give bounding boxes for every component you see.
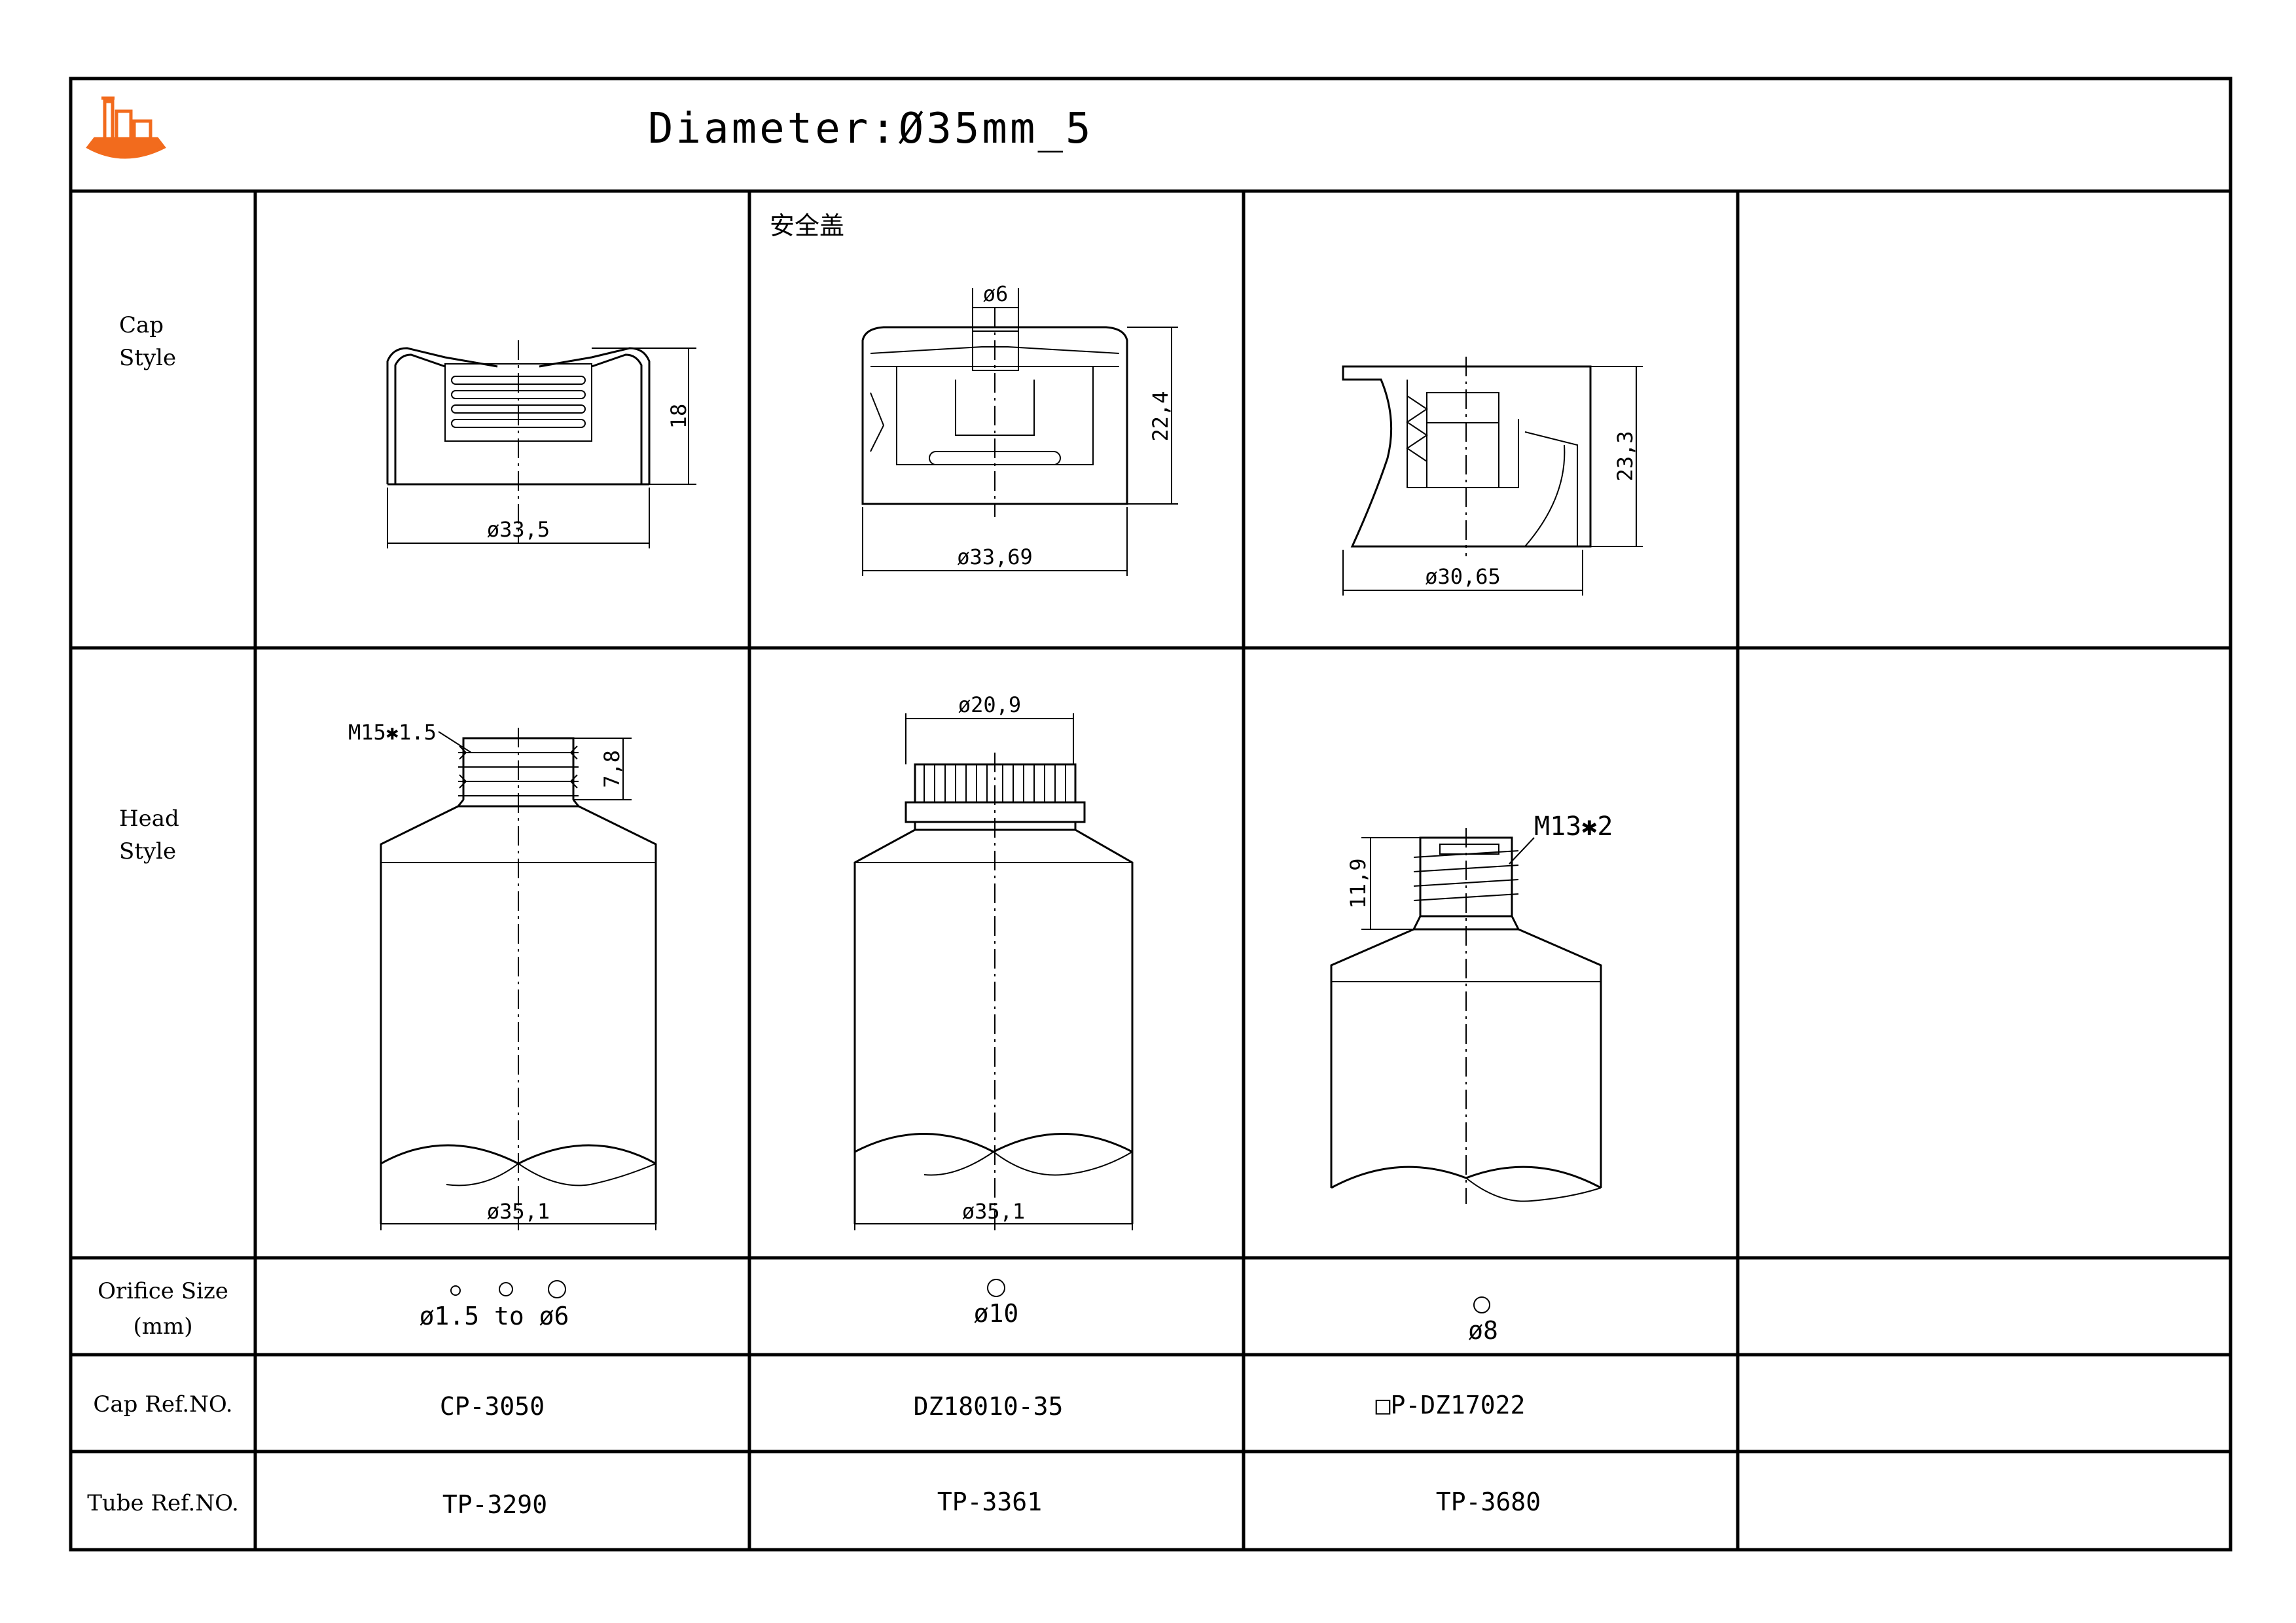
orifice-circle-small [450, 1285, 461, 1296]
cap-ref-1: CP-3050 [440, 1392, 545, 1421]
tube-ref-label: Tube Ref.NO. [87, 1490, 239, 1516]
cap1-height-dim: 18 [666, 404, 691, 429]
head-style-label-line2: Style [119, 838, 176, 865]
cap-drawing-3: 23,3 ø30,65 [1342, 357, 1643, 596]
orifice-circle-large [548, 1280, 566, 1298]
head-drawing-1: ø35,1 7,8 M15✱1.5 [348, 720, 657, 1230]
tube-ref-3: TP-3680 [1436, 1488, 1541, 1516]
head-drawing-3: 11,9 M13✱2 [1330, 812, 1613, 1204]
head-drawing-2: ø20,9 ø35,1 [853, 692, 1134, 1230]
row-label-cap-style: Cap Style [119, 312, 176, 371]
head2-top-dim: ø20,9 [958, 692, 1021, 717]
head3-thread-label: M13✱2 [1534, 812, 1613, 842]
sheet-title: Diameter:Ø35mm_5 [648, 105, 1094, 153]
cap-ref-label: Cap Ref.NO. [93, 1391, 232, 1418]
cap3-height-dim: 23,3 [1613, 431, 1638, 481]
cap-ref-2: DZ18010-35 [914, 1392, 1064, 1421]
orifice-circle [1473, 1296, 1490, 1313]
cap1-width-dim: ø33,5 [487, 517, 550, 542]
cap2-note: 安全盖 [770, 211, 844, 240]
orifice-circle [987, 1279, 1005, 1297]
orifice-size-2: ø10 [974, 1299, 1019, 1328]
orifice-circle-medium [499, 1282, 513, 1296]
cap2-width-dim: ø33,69 [957, 544, 1033, 569]
cap-drawing-2: 安全盖 ø6 22,4 ø33,69 [770, 211, 1178, 576]
head-style-label-line1: Head [119, 806, 179, 832]
cap-style-label-line2: Style [119, 345, 176, 371]
orifice-size-1: ø1.5 to ø6 [420, 1302, 569, 1330]
orifice-cell-2: ø10 [974, 1279, 1019, 1328]
orifice-size-label: Orifice Size [98, 1278, 228, 1304]
head1-thread-height: 7,8 [600, 750, 624, 788]
orifice-size-3: ø8 [1468, 1316, 1498, 1345]
cap2-top-dim: ø6 [983, 281, 1009, 306]
cap2-height-dim: 22,4 [1148, 391, 1173, 441]
cap-drawing-1: ø33,5 18 [386, 340, 696, 548]
row-label-head-style: Head Style [119, 806, 179, 865]
table-grid [69, 77, 2233, 1552]
tube-ref-2: TP-3361 [937, 1488, 1042, 1516]
orifice-unit-label: (mm) [133, 1313, 192, 1340]
factory-ship-logo [86, 96, 166, 159]
cap-ref-3: □P-DZ17022 [1376, 1391, 1526, 1419]
head1-thread-label: M15✱1.5 [348, 720, 437, 745]
orifice-cell-1: ø1.5 to ø6 [420, 1280, 569, 1330]
head1-width-dim: ø35,1 [487, 1199, 550, 1224]
head3-thread-height: 11,9 [1346, 858, 1371, 908]
cap-style-label-line1: Cap [119, 312, 164, 338]
cap3-width-dim: ø30,65 [1425, 564, 1501, 589]
tube-ref-1: TP-3290 [442, 1490, 547, 1519]
orifice-cell-3: ø8 [1468, 1296, 1498, 1345]
head2-width-dim: ø35,1 [962, 1199, 1025, 1224]
